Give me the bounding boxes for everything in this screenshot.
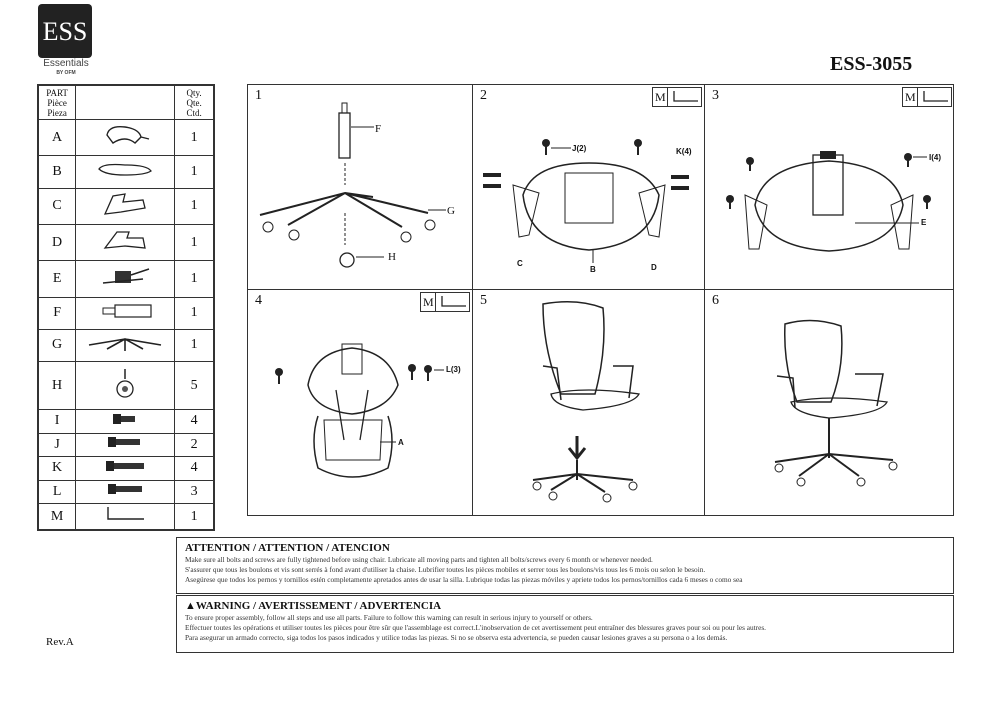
step-number: 2 bbox=[480, 88, 487, 103]
warning-line-en: To ensure proper assembly, follow all st… bbox=[185, 613, 593, 622]
seat-pan-icon bbox=[98, 164, 153, 177]
warning-box: ▲WARNING / AVERTISSEMENT / ADVERTENCIA T… bbox=[176, 595, 954, 653]
step-5-illustration bbox=[532, 301, 640, 503]
allen-key-icon bbox=[441, 296, 466, 307]
parts-table: PART Pièce Pieza Qty. Qte. Ctd. A 1 B 1 … bbox=[37, 84, 215, 531]
brand-name: Essentials bbox=[43, 58, 89, 69]
model-number: ESS-3055 bbox=[830, 53, 913, 75]
part-letter: D bbox=[37, 223, 77, 262]
step-1: 1 F G H bbox=[248, 85, 473, 290]
parts-header-row: PART Pièce Pieza Qty. Qte. Ctd. bbox=[37, 85, 214, 120]
part-letter: E bbox=[37, 260, 77, 298]
part-letter: I bbox=[37, 409, 77, 434]
warning-triangle-icon: ▲ bbox=[185, 600, 196, 612]
short-bolt-icon bbox=[113, 413, 136, 424]
step-3: 3 M I(4) E bbox=[705, 85, 954, 290]
long-bolt-icon bbox=[106, 460, 145, 471]
allen-key-icon bbox=[107, 507, 145, 520]
callout-i: I(4) bbox=[929, 153, 941, 162]
callout-k: K(4) bbox=[676, 147, 692, 156]
table-row: C 1 bbox=[37, 187, 214, 225]
step-number: 6 bbox=[712, 293, 719, 308]
part-letter: J bbox=[37, 432, 77, 458]
brand-logo: ESS bbox=[38, 4, 92, 58]
ess-logo-icon: ESS bbox=[43, 17, 88, 46]
attention-title: ATTENTION / ATTENTION / ATENCION bbox=[185, 542, 390, 554]
attention-line-es: Asegúrese que todos los pernos y tornill… bbox=[185, 575, 743, 584]
table-row: E 1 bbox=[37, 260, 214, 298]
part-letter: H bbox=[37, 361, 77, 410]
table-row: J 2 bbox=[37, 432, 214, 458]
table-row: D 1 bbox=[37, 223, 214, 262]
callout-b: B bbox=[590, 265, 596, 274]
part-letter: M bbox=[37, 503, 77, 530]
callout-g: G bbox=[447, 205, 455, 217]
warning-title: ▲WARNING / AVERTISSEMENT / ADVERTENCIA bbox=[185, 600, 442, 612]
part-letter: G bbox=[37, 328, 77, 363]
part-header: PART Pièce Pieza bbox=[37, 85, 77, 120]
medium-bolt-icon bbox=[108, 437, 141, 448]
callout-f: F bbox=[375, 123, 382, 135]
step-6: 6 bbox=[705, 290, 954, 516]
warning-line-es: Para asegurar un armado correcto, siga t… bbox=[185, 633, 728, 642]
gas-cylinder-icon bbox=[102, 304, 152, 318]
tool-tag-allen-key: M bbox=[902, 87, 952, 107]
step-number: 5 bbox=[480, 293, 487, 308]
image-header bbox=[75, 85, 176, 120]
tool-tag-allen-key: M bbox=[652, 87, 702, 107]
table-row: K 4 bbox=[37, 456, 214, 481]
step-2: 2 M J(2) K(4) C B D bbox=[473, 85, 705, 290]
step-2-illustration bbox=[483, 139, 689, 263]
brand-sub: BY OFM bbox=[56, 70, 76, 76]
table-row: A 1 bbox=[37, 118, 214, 157]
part-letter: C bbox=[37, 187, 77, 225]
attention-box: ATTENTION / ATTENTION / ATENCION Make su… bbox=[176, 537, 954, 594]
step-number: 1 bbox=[255, 88, 262, 103]
callout-c: C bbox=[517, 259, 523, 268]
star-base-icon bbox=[89, 338, 162, 351]
table-row: M 1 bbox=[37, 503, 214, 530]
warning-line-fr: Effectuer toutes les opérations et utili… bbox=[185, 623, 766, 632]
part-letter: B bbox=[37, 155, 77, 189]
back-frame-icon bbox=[106, 126, 150, 145]
armrest-bracket-right-icon bbox=[103, 231, 147, 249]
step-1-illustration bbox=[259, 102, 446, 268]
table-row: F 1 bbox=[37, 296, 214, 330]
part-letter: A bbox=[37, 118, 77, 157]
bolt-icon bbox=[108, 484, 143, 495]
allen-key-icon bbox=[673, 91, 698, 102]
svg-text:ESS: ESS bbox=[43, 17, 88, 46]
qty-header: Qty. Qte. Ctd. bbox=[174, 85, 214, 120]
step-4-illustration bbox=[275, 343, 444, 478]
tool-tag-allen-key: M bbox=[420, 292, 470, 312]
part-letter: F bbox=[37, 296, 77, 330]
callout-a: A bbox=[398, 438, 404, 447]
mechanism-icon bbox=[103, 267, 150, 284]
step-number: 3 bbox=[712, 88, 719, 103]
table-row: H 5 bbox=[37, 361, 214, 410]
callout-e: E bbox=[921, 218, 927, 227]
revision-label: Rev.A bbox=[46, 636, 74, 648]
part-letter: K bbox=[37, 456, 77, 481]
allen-key-icon bbox=[923, 91, 948, 102]
table-row: I 4 bbox=[37, 409, 214, 434]
armrest-bracket-left-icon bbox=[104, 192, 147, 215]
step-3-illustration bbox=[726, 151, 931, 252]
table-row: B 1 bbox=[37, 155, 214, 189]
table-row: L 3 bbox=[37, 479, 214, 505]
step-4: 4 M L(3) A bbox=[248, 290, 473, 516]
assembly-steps-grid: 1 F G H 2 M bbox=[247, 84, 954, 516]
attention-line-fr: S'assurer que tous les boulons et vis so… bbox=[185, 565, 706, 574]
callout-h: H bbox=[388, 251, 396, 263]
attention-line-en: Make sure all bolts and screws are fully… bbox=[185, 555, 653, 564]
caster-icon bbox=[116, 369, 134, 398]
part-letter: L bbox=[37, 479, 77, 505]
callout-d: D bbox=[651, 263, 657, 272]
callout-l: L(3) bbox=[446, 365, 461, 374]
step-number: 4 bbox=[255, 293, 262, 308]
step-6-illustration bbox=[774, 319, 898, 487]
table-row: G 1 bbox=[37, 328, 214, 363]
callout-j: J(2) bbox=[572, 144, 587, 153]
step-5: 5 bbox=[473, 290, 705, 516]
